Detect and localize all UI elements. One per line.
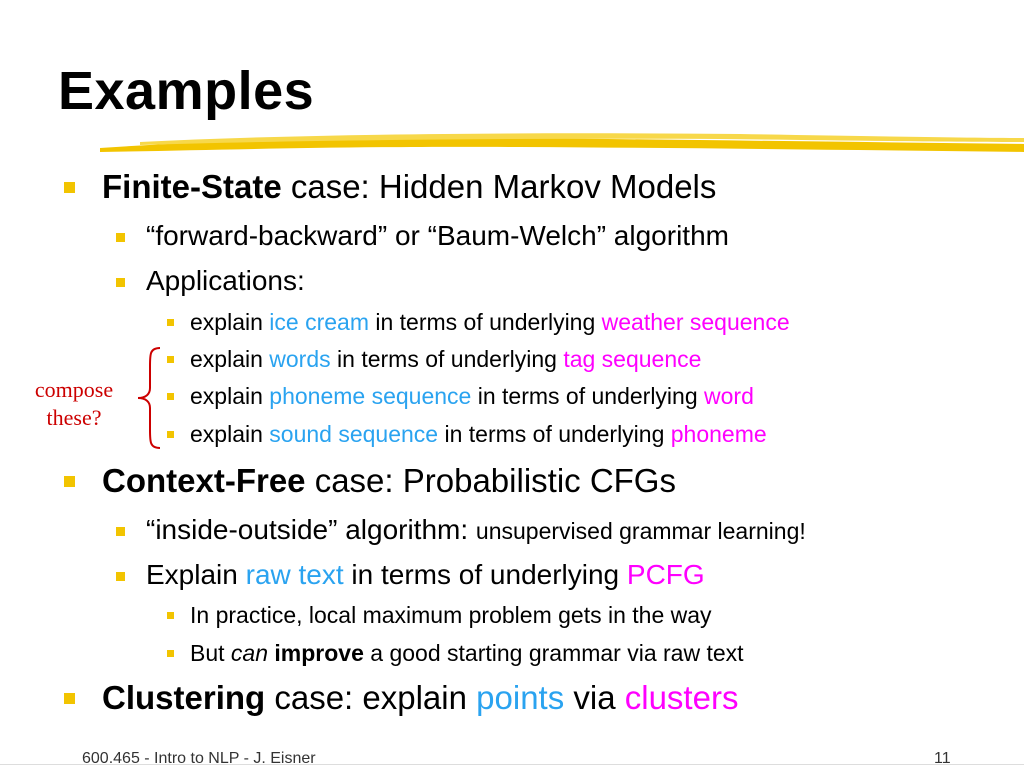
bullet-text: via — [564, 679, 625, 716]
app-item: explain phoneme sequence in terms of und… — [190, 383, 754, 410]
bullet-context-free: Context-Free case: Probabilistic CFGs — [102, 462, 676, 500]
subbullet-text: Explain — [146, 559, 246, 590]
observed-term: raw text — [245, 559, 344, 590]
app-text: explain — [190, 309, 270, 335]
subbullet-text: in terms of underlying — [343, 559, 627, 590]
subbullet-applications: Applications: — [146, 265, 305, 296]
app-observed: sound sequence — [269, 421, 439, 447]
bullet-marker — [64, 476, 75, 487]
app-hidden: weather sequence — [601, 309, 790, 335]
bullet-marker — [116, 572, 125, 581]
subbullet-inside-outside: “inside-outside” algorithm: unsupervised… — [146, 514, 806, 546]
app-observed: ice cream — [269, 309, 369, 335]
bullet-text: case: Probabilistic CFGs — [305, 462, 676, 499]
bullet-marker — [64, 693, 75, 704]
bullet-finite-state: Finite-State case: Hidden Markov Models — [102, 168, 716, 206]
app-hidden: word — [704, 383, 754, 409]
app-item: explain words in terms of underlying tag… — [190, 346, 701, 373]
bullet-clustering: Clustering case: explain points via clus… — [102, 679, 738, 717]
subsubbullet-in-practice: In practice, local maximum problem gets … — [190, 602, 712, 628]
bullet-marker — [116, 278, 125, 287]
bullet-bold-term: Clustering — [102, 679, 266, 716]
app-item: explain sound sequence in terms of under… — [190, 421, 767, 448]
compose-annotation: compose these? — [18, 376, 130, 432]
bullet-text: case: explain — [265, 679, 477, 716]
bullet-text: case: Hidden Markov Models — [281, 168, 717, 205]
slide-title: Examples — [58, 61, 315, 121]
subbullet-note: unsupervised grammar learning! — [475, 518, 806, 544]
bullet-marker — [167, 356, 174, 363]
bullet-marker — [167, 431, 174, 438]
subbullet-text: “inside-outside” algorithm: — [146, 514, 476, 545]
bullet-marker — [167, 319, 174, 326]
app-text: in terms of underlying — [368, 309, 602, 335]
subbullet-forward-backward: “forward-backward” or “Baum-Welch” algor… — [146, 220, 729, 251]
title-underline-brushstroke — [100, 133, 1024, 152]
curly-brace-annotation — [137, 347, 161, 449]
bullet-bold-term: Finite-State — [102, 168, 282, 205]
bullet-marker — [167, 612, 174, 619]
page-number: 11 — [934, 750, 951, 767]
text: But — [190, 640, 231, 666]
hidden-term: PCFG — [626, 559, 705, 590]
annotation-line: compose — [34, 377, 114, 402]
bullet-marker — [64, 182, 75, 193]
app-hidden: tag sequence — [563, 346, 702, 372]
app-text: in terms of underlying — [471, 383, 705, 409]
app-text: explain — [190, 421, 270, 447]
hidden-term: clusters — [624, 679, 739, 716]
observed-term: points — [476, 679, 565, 716]
footer-divider — [0, 764, 1024, 765]
bullet-marker — [167, 650, 174, 657]
subsubbullet-but-can-improve: But can improve a good starting grammar … — [190, 640, 744, 667]
app-text: in terms of underlying — [438, 421, 671, 447]
emphasis-text: can — [230, 640, 269, 666]
bold-text: improve — [274, 640, 364, 666]
app-text: in terms of underlying — [330, 346, 564, 372]
bullet-marker — [167, 393, 174, 400]
annotation-line: these? — [46, 405, 102, 430]
app-text: explain — [190, 383, 270, 409]
app-hidden: phoneme — [670, 421, 767, 447]
app-text: explain — [190, 346, 270, 372]
subbullet-explain-raw-text: Explain raw text in terms of underlying … — [146, 559, 705, 591]
bullet-bold-term: Context-Free — [102, 462, 306, 499]
bullet-marker — [116, 233, 125, 242]
app-observed: words — [269, 346, 331, 372]
app-observed: phoneme sequence — [269, 383, 472, 409]
text: a good starting grammar via raw text — [363, 640, 744, 666]
footer-text: 600.465 - Intro to NLP - J. Eisner — [82, 750, 316, 767]
bullet-marker — [116, 527, 125, 536]
app-item: explain ice cream in terms of underlying… — [190, 309, 790, 336]
